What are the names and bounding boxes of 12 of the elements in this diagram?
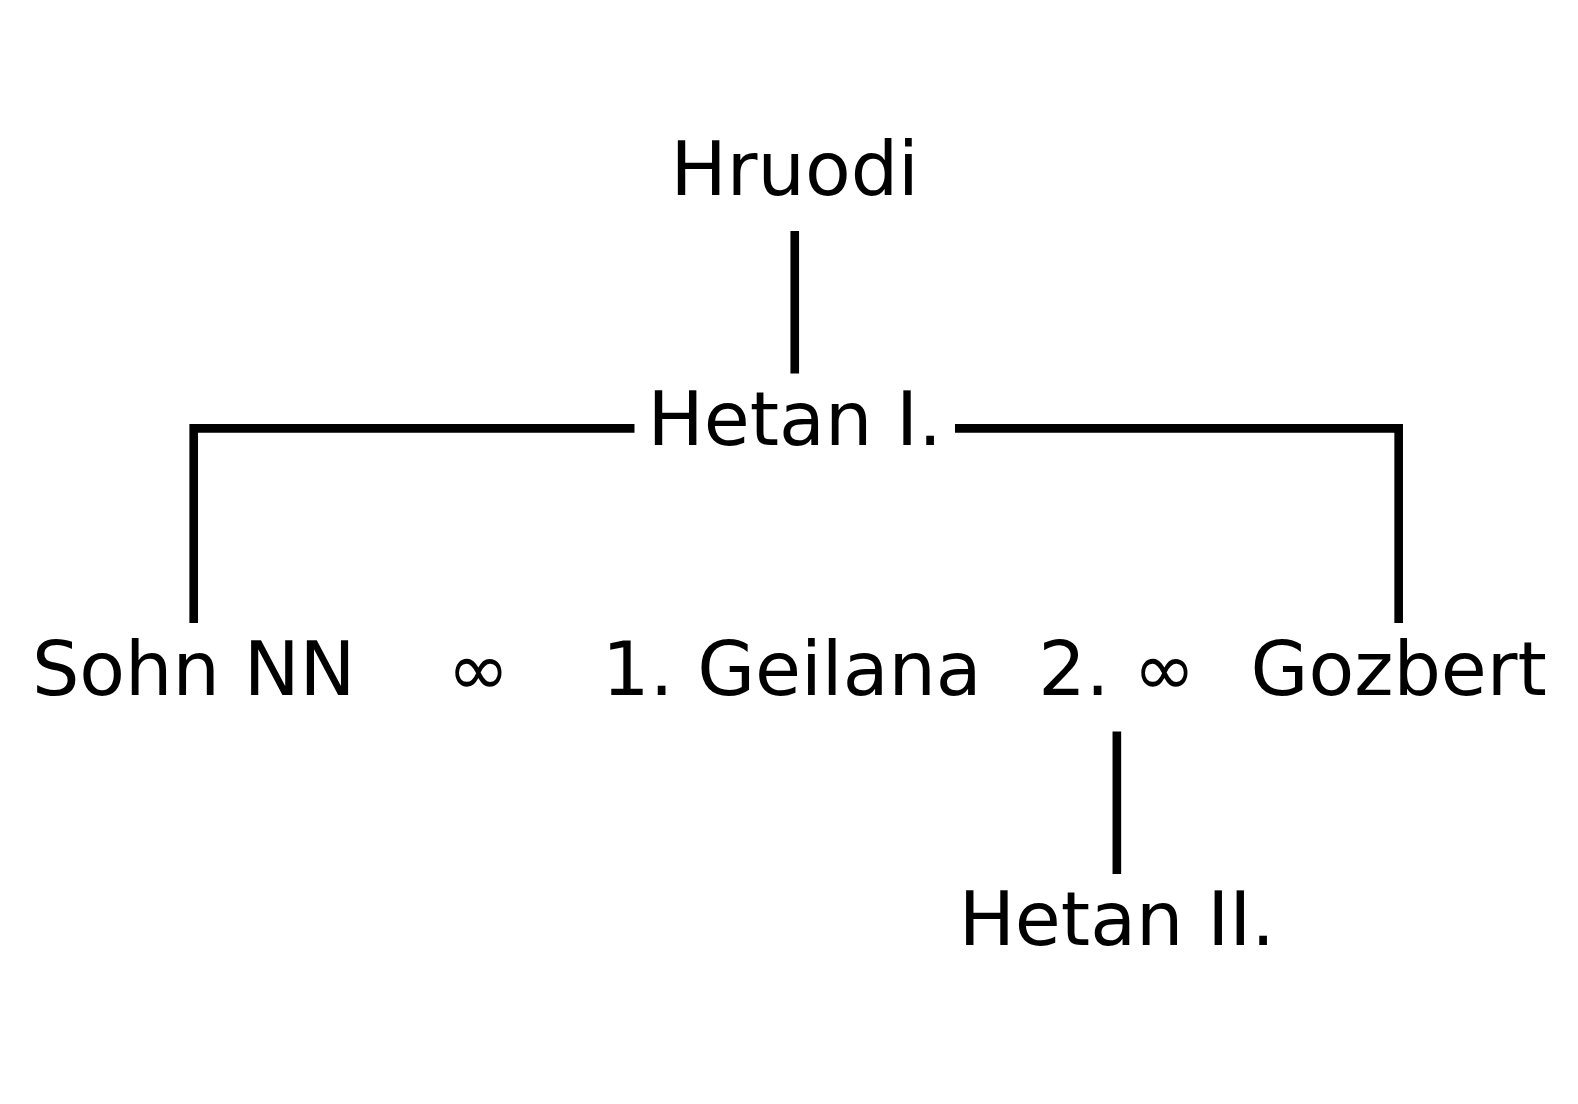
connector bbox=[189, 424, 635, 624]
node-text: Sohn NN bbox=[31, 626, 356, 714]
node-text: Hetan II. bbox=[958, 876, 1276, 964]
connector bbox=[955, 424, 1403, 624]
connector bbox=[790, 231, 800, 374]
node-text: Hruodi bbox=[670, 125, 919, 213]
node-text: 2. ∞ bbox=[1038, 626, 1196, 714]
node-text: ∞ bbox=[447, 626, 510, 714]
node-text: Hetan I. bbox=[647, 376, 942, 464]
connector bbox=[1112, 731, 1122, 874]
node-text: 1. Geilana bbox=[602, 626, 982, 714]
node-text: Gozbert bbox=[1250, 626, 1547, 714]
